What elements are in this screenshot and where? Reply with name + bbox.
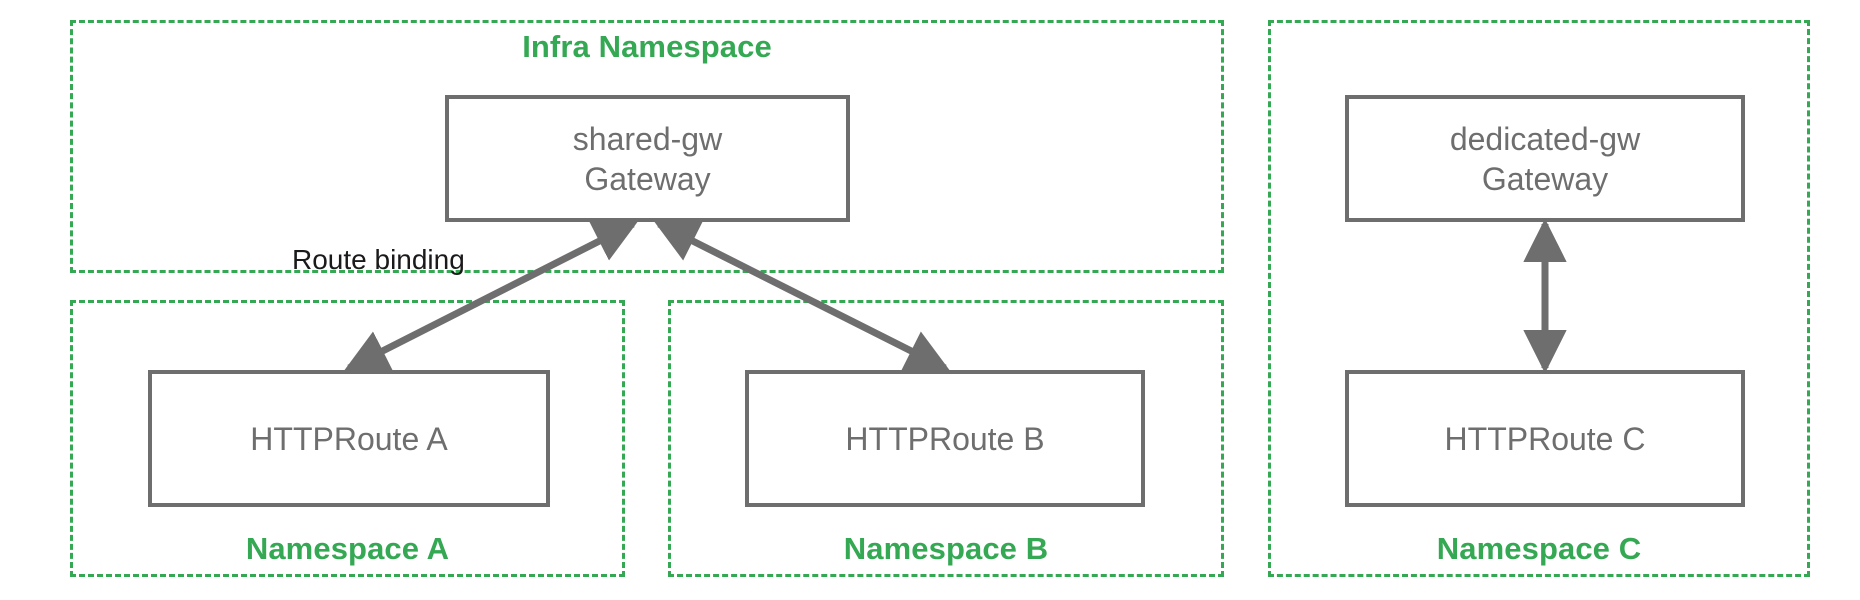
node-shared-gw[interactable]: shared-gw Gateway bbox=[445, 95, 850, 222]
namespace-label-c: Namespace C bbox=[1436, 531, 1642, 566]
node-httproute-a-name: HTTPRoute A bbox=[250, 420, 448, 457]
namespace-label-a: Namespace A bbox=[245, 531, 450, 566]
node-dedicated-gw[interactable]: dedicated-gw Gateway bbox=[1345, 95, 1745, 222]
namespace-label-b: Namespace B bbox=[843, 531, 1049, 566]
namespace-label-infra: Infra Namespace bbox=[522, 29, 772, 64]
node-httproute-c[interactable]: HTTPRoute C bbox=[1345, 370, 1745, 507]
edge-label-route-binding: Route binding bbox=[292, 244, 465, 275]
node-dedicated-gw-name: dedicated-gw bbox=[1449, 120, 1641, 157]
node-httproute-a[interactable]: HTTPRoute A bbox=[148, 370, 550, 507]
node-httproute-b-name: HTTPRoute B bbox=[845, 420, 1045, 457]
node-dedicated-gw-kind: Gateway bbox=[1481, 160, 1609, 197]
node-shared-gw-name: shared-gw bbox=[572, 120, 723, 157]
node-httproute-c-name: HTTPRoute C bbox=[1444, 420, 1646, 457]
node-shared-gw-kind: Gateway bbox=[584, 160, 711, 197]
namespace-panel-infra bbox=[70, 20, 1224, 273]
namespace-panel-c bbox=[1268, 20, 1810, 577]
node-httproute-b[interactable]: HTTPRoute B bbox=[745, 370, 1145, 507]
